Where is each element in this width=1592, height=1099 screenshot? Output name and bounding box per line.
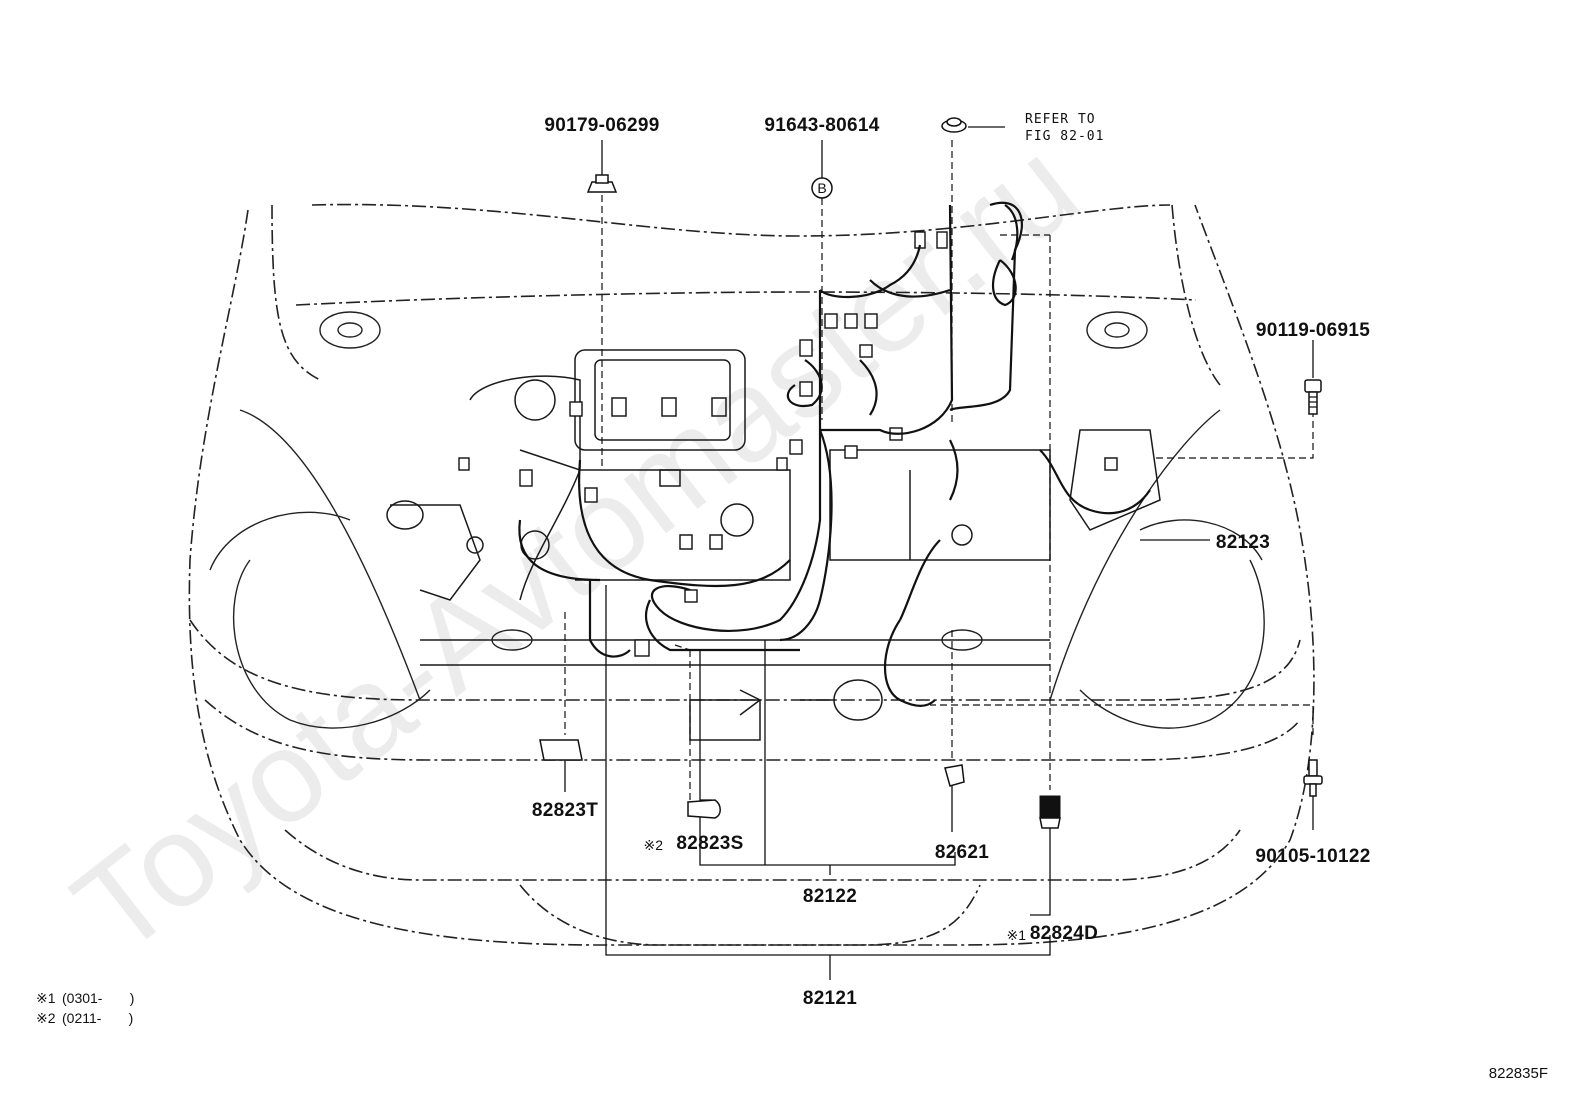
nut-refer xyxy=(941,117,967,133)
label-82823t: 82823T xyxy=(532,800,598,821)
clamp-82621 xyxy=(944,764,965,787)
label-82824d: 82824D xyxy=(1030,923,1098,944)
figure-code: 822835F xyxy=(1489,1065,1548,1082)
refer-note-line1: REFER TO xyxy=(1025,112,1096,127)
bolt-90119 xyxy=(1304,379,1322,415)
label-82823s-mark: ※2 xyxy=(643,837,663,853)
bolt-90105 xyxy=(1303,759,1323,797)
car-body-outline xyxy=(188,203,1315,946)
label-82122: 82122 xyxy=(803,886,857,907)
label-82823s: 82823S xyxy=(676,833,743,854)
footnote-2-range: (0211- ) xyxy=(62,1010,133,1026)
label-90119-06915: 90119-06915 xyxy=(1256,320,1370,341)
label-91643-80614: 91643-80614 xyxy=(764,115,879,136)
bolt-90179 xyxy=(586,174,618,193)
label-82121: 82121 xyxy=(803,988,857,1009)
reference-lines xyxy=(564,140,1314,800)
footnote-1-mark: ※1 xyxy=(36,990,56,1006)
clamp-b-mark: B xyxy=(817,180,826,196)
engine-bay xyxy=(386,231,1161,741)
label-90105-10122: 90105-10122 xyxy=(1255,846,1370,867)
footnote-2-mark: ※2 xyxy=(36,1010,56,1026)
refer-note-line2: FIG 82-01 xyxy=(1025,129,1104,144)
label-82621: 82621 xyxy=(935,842,989,863)
footnote-1-range: (0301- ) xyxy=(62,990,134,1006)
cover-82824d xyxy=(1039,795,1061,829)
label-82824d-mark: ※1 xyxy=(1006,927,1026,943)
leader-lines xyxy=(564,126,1314,980)
label-90179-06299: 90179-06299 xyxy=(544,115,659,136)
label-82123: 82123 xyxy=(1216,532,1270,553)
clamp-82823t xyxy=(539,739,583,761)
wire-harness xyxy=(518,201,1151,707)
clamp-b-91643: B xyxy=(811,177,833,199)
clamp-82823s xyxy=(687,799,721,819)
